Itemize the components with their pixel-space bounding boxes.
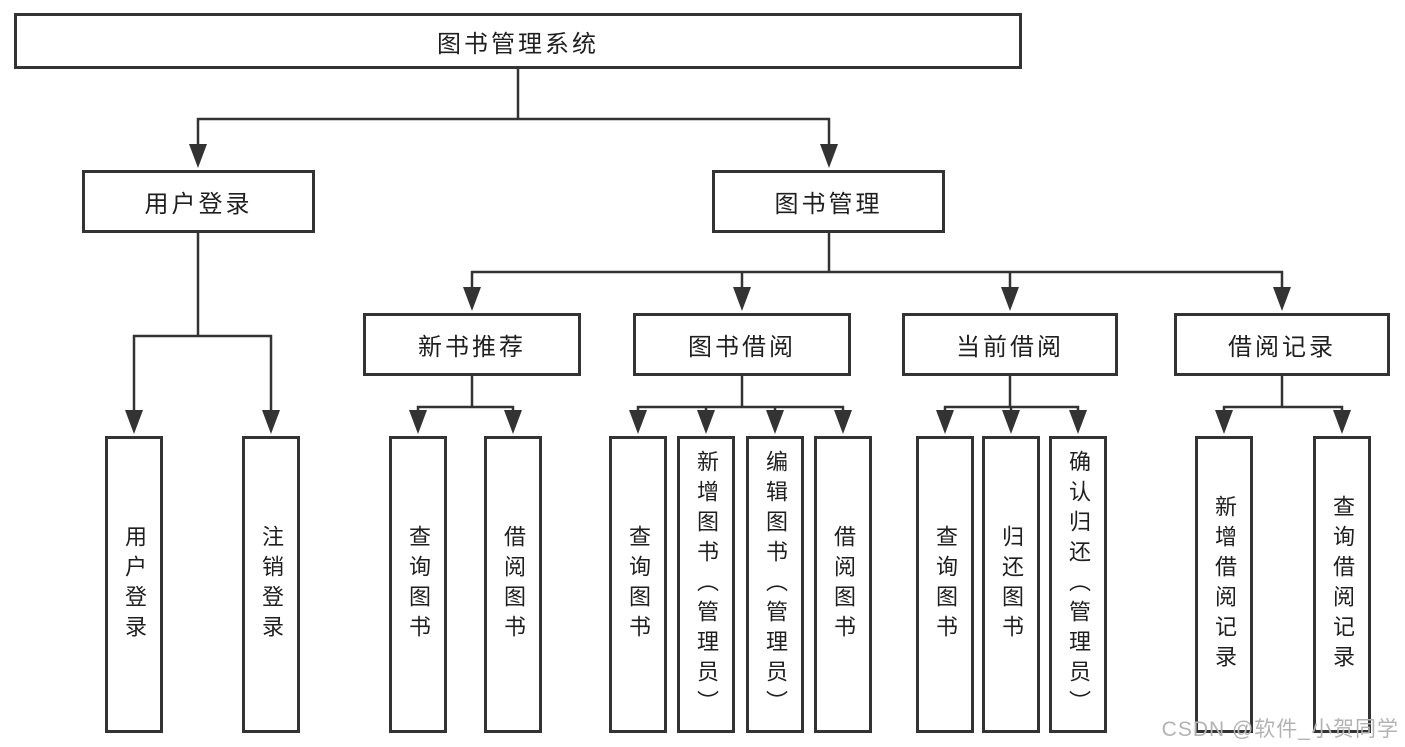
node-label: 确认归还（管理员） <box>1066 449 1091 720</box>
node-leaf-query-books-1: 查询图书 <box>389 436 447 733</box>
csdn-watermark: CSDN @软件_小贺同学 <box>1161 718 1399 741</box>
node-leaf-logout: 注销登录 <box>242 436 300 733</box>
node-label: 查询图书 <box>933 524 958 645</box>
node-label: 注销登录 <box>259 524 284 645</box>
node-borrow-records: 借阅记录 <box>1174 313 1390 376</box>
node-label: 归还图书 <box>999 524 1024 645</box>
node-label: 用户登录 <box>122 524 147 645</box>
node-book-borrow: 图书借阅 <box>633 313 851 376</box>
node-user-login: 用户登录 <box>82 170 315 233</box>
node-label: 查询借阅记录 <box>1330 494 1355 675</box>
node-leaf-borrow-books-1: 借阅图书 <box>484 436 542 733</box>
node-label: 新增图书（管理员） <box>694 449 719 720</box>
node-leaf-add-books-admin: 新增图书（管理员） <box>677 436 735 733</box>
node-label: 查询图书 <box>626 524 651 645</box>
node-label: 借阅图书 <box>501 524 526 645</box>
node-leaf-add-borrow-record: 新增借阅记录 <box>1195 436 1253 733</box>
node-leaf-edit-books-admin: 编辑图书（管理员） <box>746 436 804 733</box>
arrowheads <box>125 144 1351 434</box>
node-leaf-borrow-books-2: 借阅图书 <box>814 436 872 733</box>
node-label: 新增借阅记录 <box>1212 494 1237 675</box>
node-leaf-query-books-2: 查询图书 <box>609 436 667 733</box>
node-book-management-system: 图书管理系统 <box>14 13 1022 69</box>
connector-elbows <box>132 69 1344 412</box>
node-current-borrow: 当前借阅 <box>902 313 1118 376</box>
node-new-book-recommend: 新书推荐 <box>363 313 581 376</box>
node-leaf-query-borrow-record: 查询借阅记录 <box>1313 436 1371 733</box>
node-leaf-return-books: 归还图书 <box>982 436 1040 733</box>
node-leaf-user-login: 用户登录 <box>105 436 163 733</box>
node-leaf-confirm-return-admin: 确认归还（管理员） <box>1049 436 1107 733</box>
node-book-management: 图书管理 <box>712 170 945 233</box>
node-label: 借阅图书 <box>831 524 856 645</box>
node-label: 查询图书 <box>406 524 431 645</box>
node-leaf-query-books-3: 查询图书 <box>916 436 974 733</box>
node-label: 编辑图书（管理员） <box>763 449 788 720</box>
